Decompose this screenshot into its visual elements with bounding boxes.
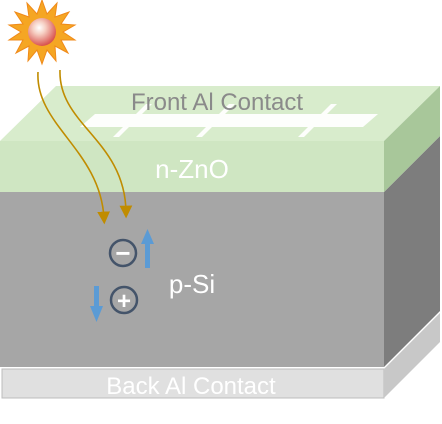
electron-circle	[108, 238, 138, 268]
front-contact-label: Front Al Contact	[131, 89, 303, 116]
n-zno-layer	[0, 86, 440, 192]
electron-carrier: −	[108, 238, 138, 268]
n-zno-side-face	[384, 86, 440, 192]
n-zno-front-face	[0, 141, 384, 192]
back-contact-label: Back Al Contact	[106, 373, 276, 400]
contact-bus-bar	[80, 114, 378, 127]
electron-arrow	[141, 229, 154, 268]
contact-finger-2	[196, 104, 235, 137]
contact-finger-1	[113, 104, 152, 137]
photon-path-2	[59, 69, 133, 219]
front-contact-grid	[80, 104, 378, 137]
p-si-front-face	[0, 192, 384, 367]
hole-arrow	[90, 286, 103, 322]
hole-circle	[109, 285, 139, 315]
sun-icon	[7, 0, 77, 66]
p-si-side-face	[384, 136, 440, 367]
photon-paths	[37, 69, 133, 225]
hole-symbol: +	[117, 288, 131, 315]
contact-finger-3	[298, 104, 337, 137]
photon-path-1	[37, 71, 111, 225]
electron-symbol: −	[115, 238, 130, 268]
n-zno-label: n-ZnO	[155, 154, 229, 184]
p-si-label: p-Si	[169, 269, 215, 299]
back-contact-layer	[1, 313, 440, 399]
hole-carrier: +	[109, 285, 139, 315]
back-contact-side-face	[384, 313, 440, 398]
p-si-layer	[0, 136, 440, 367]
